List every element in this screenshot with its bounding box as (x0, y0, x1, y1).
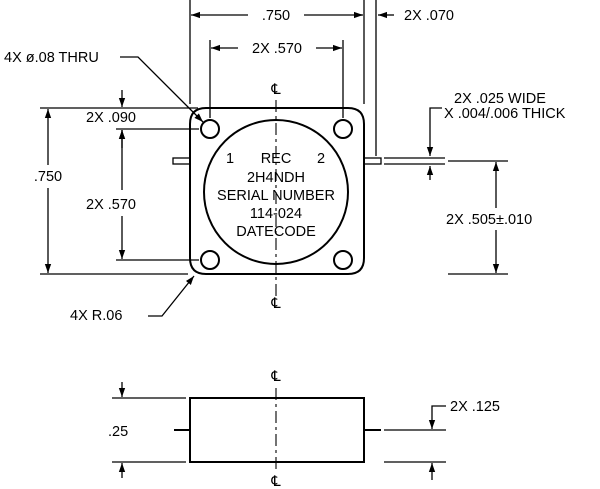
dimension-hole-offset: 2X .090 (86, 90, 199, 148)
port-1-label: 1 (226, 151, 234, 167)
part-number-label: 2H4NDH (247, 170, 305, 186)
dimension-pin-width: 2X .070 (355, 0, 454, 156)
pin-right (363, 157, 382, 165)
dimension-hole-spacing-h: 2X .570 (209, 40, 344, 118)
dimension-pin-position: 2X .505±.010 (446, 160, 532, 275)
package-outline (189, 107, 365, 275)
rec-label: REC (261, 151, 292, 167)
dim-height-text: .750 (34, 169, 62, 185)
dim-hole-spacing-h-text: 2X .570 (252, 41, 302, 57)
hole-callout: 4X ø.08 THRU (4, 50, 204, 123)
dim-pin-position-text: 2X .505±.010 (446, 212, 532, 228)
dimension-width: .750 (189, 0, 365, 104)
dimension-thickness: .25 (108, 382, 186, 478)
datecode-label: DATECODE (236, 224, 316, 240)
port-2-label: 2 (317, 151, 325, 167)
mounting-hole (333, 250, 353, 270)
radius-callout: 4X R.06 (70, 275, 195, 324)
mounting-hole (333, 119, 353, 139)
dim-thickness-text: .25 (108, 424, 128, 440)
centerline-symbol-top: ℄ (270, 82, 281, 98)
dim-hole-offset-text: 2X .090 (86, 110, 136, 126)
top-view: ℄ ℄ 1 REC 2 2H4NDH SERIAL NUMBER 114-024… (4, 0, 566, 324)
side-body-outline (189, 397, 365, 463)
pin-callout-line1: 2X .025 WIDE (454, 91, 546, 107)
dim-hole-spacing-v-text: 2X .570 (86, 197, 136, 213)
mounting-hole (200, 250, 220, 270)
side-centerline-symbol-bottom: ℄ (270, 474, 281, 489)
side-centerline-symbol-top: ℄ (270, 369, 281, 385)
pin-left (172, 157, 191, 165)
serial-value-label: 114-024 (250, 206, 302, 222)
pin-callout-line2: X .004/.006 THICK (444, 106, 566, 122)
dim-width-text: .750 (262, 8, 290, 24)
dimension-pin-height: 2X .125 (384, 399, 500, 480)
dim-pin-height-text: 2X .125 (450, 399, 500, 415)
pin-size-callout: 2X .025 WIDE X .004/.006 THICK (384, 91, 566, 180)
mounting-holes (200, 119, 353, 270)
dim-pin-width-text: 2X .070 (404, 8, 454, 24)
dimension-height: .750 (34, 107, 198, 275)
side-view: ℄ ℄ .25 2X .125 (108, 369, 500, 489)
mounting-hole (200, 119, 220, 139)
serial-number-label: SERIAL NUMBER (217, 188, 335, 204)
dimension-hole-spacing-v: 2X .570 (86, 130, 199, 261)
centerline-symbol-bottom: ℄ (270, 296, 281, 312)
radius-callout-text: 4X R.06 (70, 308, 122, 324)
hole-callout-text: 4X ø.08 THRU (4, 50, 99, 66)
